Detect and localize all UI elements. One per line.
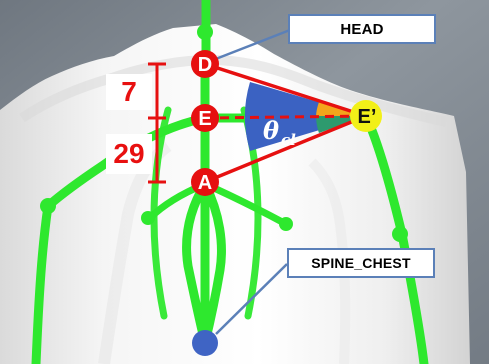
point-d-label: D	[198, 54, 212, 76]
point-e-label: E	[198, 108, 211, 130]
upper-measurement-box: 7	[106, 74, 152, 110]
spine-chest-label-box: SPINE_CHEST	[287, 248, 435, 278]
right-chest-joint	[279, 217, 293, 231]
point-a-label: A	[198, 172, 212, 194]
lower-measurement-box: 29	[106, 134, 152, 174]
spine-chest-label: SPINE_CHEST	[311, 255, 410, 271]
angle-subscript: cl	[281, 131, 296, 149]
point-eprime-label: E’	[358, 106, 377, 128]
spine-chest-joint	[192, 330, 218, 356]
head-label-box: HEAD	[288, 14, 436, 44]
angle-symbol: θ	[263, 116, 279, 145]
left-elbow-joint	[40, 198, 56, 214]
left-chest-joint	[141, 211, 155, 225]
head-label: HEAD	[340, 21, 383, 38]
upper-measurement-value: 7	[121, 76, 137, 108]
upper-head-joint	[197, 24, 213, 40]
lower-measurement-value: 29	[113, 138, 144, 170]
right-elbow-joint	[392, 226, 408, 242]
